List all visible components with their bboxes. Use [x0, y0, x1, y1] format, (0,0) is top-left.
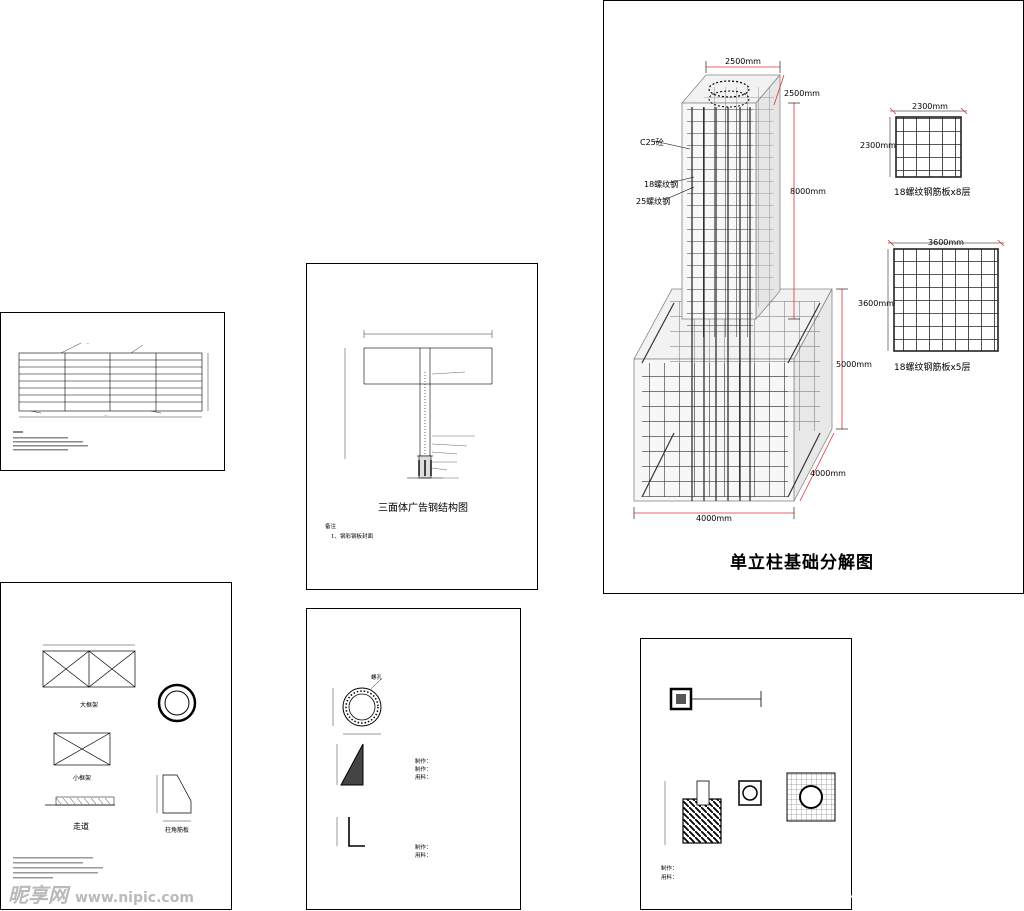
label-corner: 柱角筋板	[165, 826, 189, 834]
material-label-2: 用料：	[415, 851, 432, 859]
billboard-note-line: 1、钢彩钢板封面	[331, 532, 373, 540]
frame-drawing: — —	[13, 341, 209, 451]
rebar-qty-label: 制作：	[661, 864, 678, 872]
mesh-large: 3600mm 3600mm 18螺纹钢筋板x5层	[858, 238, 1005, 373]
billboard-note-head: 备注	[325, 522, 337, 530]
mesh-small-height: 2300mm	[860, 141, 896, 150]
main-title: 单立柱基础分解图	[730, 552, 874, 573]
foundation-exploded-drawing: 2500mm 2500mm 8000mm 5000mm 4000mm 4000m…	[633, 57, 1005, 573]
frame-drawing-sheet: — —	[0, 312, 225, 471]
label-concrete: C25砼	[640, 137, 664, 147]
anchor-details-drawing: 制作： 用料：	[661, 687, 836, 881]
billboard-title: 三面体广告钢结构图	[378, 501, 468, 514]
mesh-small-caption: 18螺纹钢筋板x8层	[894, 186, 971, 198]
label-rebar-18: 18螺纹钢	[644, 179, 678, 189]
anchor-details-sheet: 制作： 用料：	[640, 638, 852, 910]
walkway-sheet: 大框架 小框架 走道 柱角筋板	[0, 582, 232, 910]
label-small-frame: 小框架	[73, 774, 91, 782]
label-frame: 大框架	[80, 701, 98, 709]
walkway-drawing: 大框架 小框架 走道 柱角筋板	[13, 644, 197, 879]
mesh-large-caption: 18螺纹钢筋板x5层	[894, 361, 971, 373]
billboard-structure-drawing: 三面体广告钢结构图 备注 1、钢彩钢板封面	[325, 330, 493, 540]
qty-label-1: 制作：	[415, 765, 432, 773]
top-width-dim: 2500mm	[725, 57, 761, 66]
svg-text:—: —	[86, 341, 90, 345]
foundation-column	[681, 73, 781, 501]
material-label-1: 用料：	[415, 773, 432, 781]
watermark-site: www.nipic.com	[74, 890, 194, 906]
qty-label-3: 制作：	[415, 757, 432, 765]
rebar-material-label: 用料：	[661, 873, 678, 881]
watermark-logo-text: 昵享网	[8, 883, 68, 907]
base-width-dim: 4000mm	[696, 514, 732, 523]
parts-sheet: 螺孔 制作： 用料： 制作： 用料： 制作：	[306, 608, 521, 910]
billboard-structure-sheet: 三面体广告钢结构图 备注 1、钢彩钢板封面	[306, 263, 538, 590]
parts-drawing: 螺孔 制作： 用料： 制作： 用料： 制作：	[332, 673, 432, 859]
qty-label-2: 制作：	[415, 843, 432, 851]
mesh-large-width: 3600mm	[928, 238, 964, 247]
base-depth-dim: 4000mm	[810, 469, 846, 478]
top-depth-dim: 2500mm	[784, 89, 820, 98]
base-height-dim: 5000mm	[836, 360, 872, 369]
label-walkway: 走道	[73, 821, 89, 831]
watermark-bar: 昵享网 www.nipic.com ID:7196572 NO:20120110…	[0, 883, 1024, 910]
mesh-large-height: 3600mm	[858, 299, 894, 308]
mesh-small-width: 2300mm	[912, 102, 948, 111]
svg-text:—: —	[104, 413, 108, 417]
column-height-dim: 8000mm	[790, 187, 826, 196]
watermark-id: ID:7196572 NO:20120110092540007380	[779, 891, 1008, 904]
label-rebar-25: 25螺纹钢	[636, 196, 670, 206]
mesh-small: 2300mm 2300mm 18螺纹钢筋板x8层	[860, 102, 971, 198]
label-holes: 螺孔	[371, 673, 383, 681]
main-foundation-sheet: 2500mm 2500mm 8000mm 5000mm 4000mm 4000m…	[603, 0, 1024, 594]
watermark-logo: 昵享网 www.nipic.com	[8, 879, 194, 908]
